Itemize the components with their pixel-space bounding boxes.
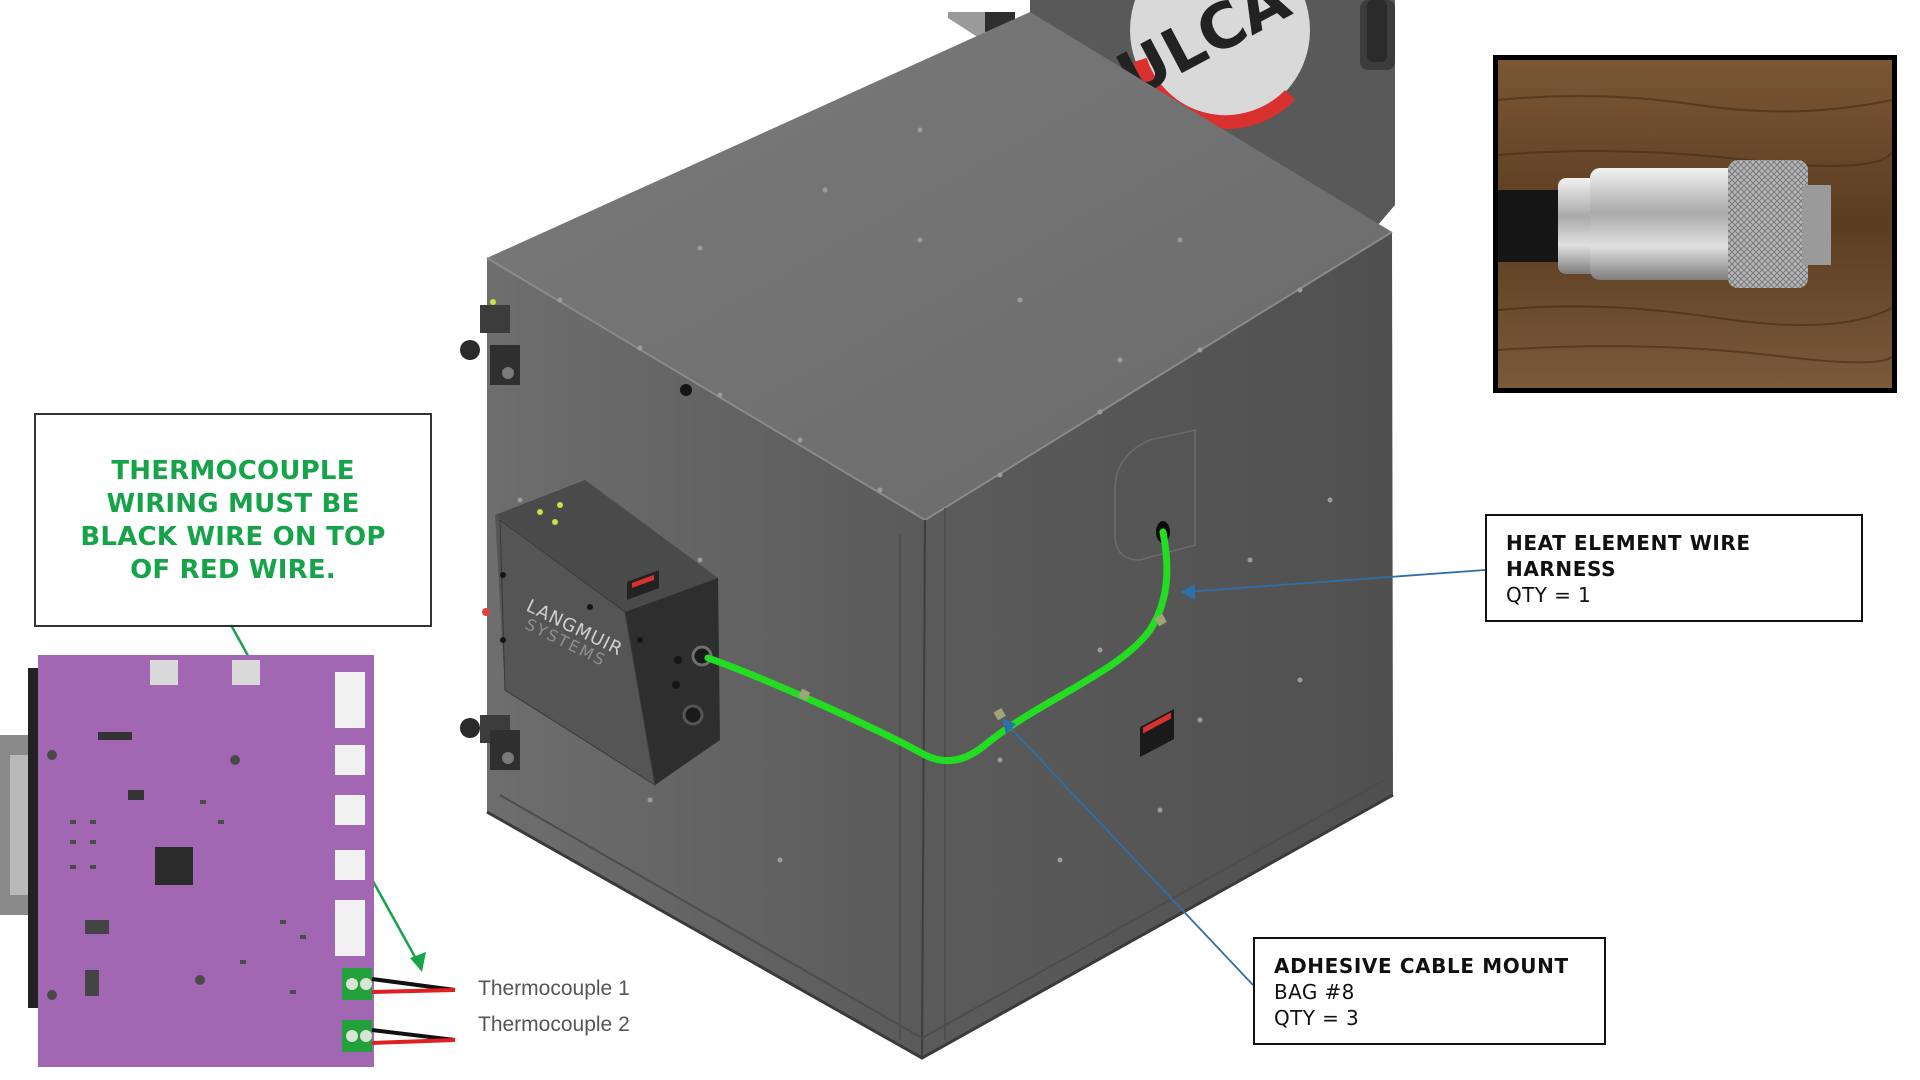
thermocouple-note: THERMOCOUPLE WIRING MUST BE BLACK WIRE O…	[34, 413, 432, 627]
cable-mount-title: ADHESIVE CABLE MOUNT	[1274, 954, 1569, 978]
cable-clamp	[1558, 178, 1598, 274]
heat-element-wire-harness	[704, 528, 1171, 765]
latch-upper	[460, 305, 520, 385]
heat-element-title-line-1: HEAT ELEMENT WIRE	[1506, 531, 1751, 555]
thermocouple-note-text: THERMOCOUPLE WIRING MUST BE BLACK WIRE O…	[80, 456, 386, 585]
thermocouple-terminal-2	[342, 1020, 372, 1052]
thermocouple-1-wires	[371, 977, 456, 994]
thermocouple-2-label: Thermocouple 2	[478, 1013, 630, 1036]
heat-element-callout: HEAT ELEMENT WIRE HARNESS QTY = 1	[1485, 514, 1863, 622]
adhesive-cable-mount-2	[993, 708, 1006, 721]
control-box: LANGMUIR SYSTEMS	[482, 480, 720, 787]
enclosure-front-side	[922, 232, 1393, 1058]
latch-lower	[460, 715, 520, 770]
thermocouple-1-label: Thermocouple 1	[478, 977, 630, 1000]
adhesive-cable-mount-1	[798, 688, 811, 701]
connector-photo	[1493, 55, 1897, 393]
thermocouple-terminal-1	[342, 968, 372, 1000]
knurled-nut	[1728, 160, 1808, 288]
controller-board	[0, 655, 456, 1067]
enclosure-cube: LANGMUIR SYSTEMS	[460, 12, 1394, 1060]
cable-mount-qty: QTY = 3	[1274, 1006, 1360, 1030]
heat-element-qty: QTY = 1	[1506, 583, 1592, 607]
adhesive-cable-mount-3	[1154, 614, 1167, 627]
cable-mount-callout: ADHESIVE CABLE MOUNT BAG #8 QTY = 3	[1253, 937, 1606, 1045]
heat-element-title-line-2: HARNESS	[1506, 557, 1617, 581]
cable-mount-bag: BAG #8	[1274, 980, 1355, 1004]
thermocouple-2-wires	[371, 1028, 456, 1045]
